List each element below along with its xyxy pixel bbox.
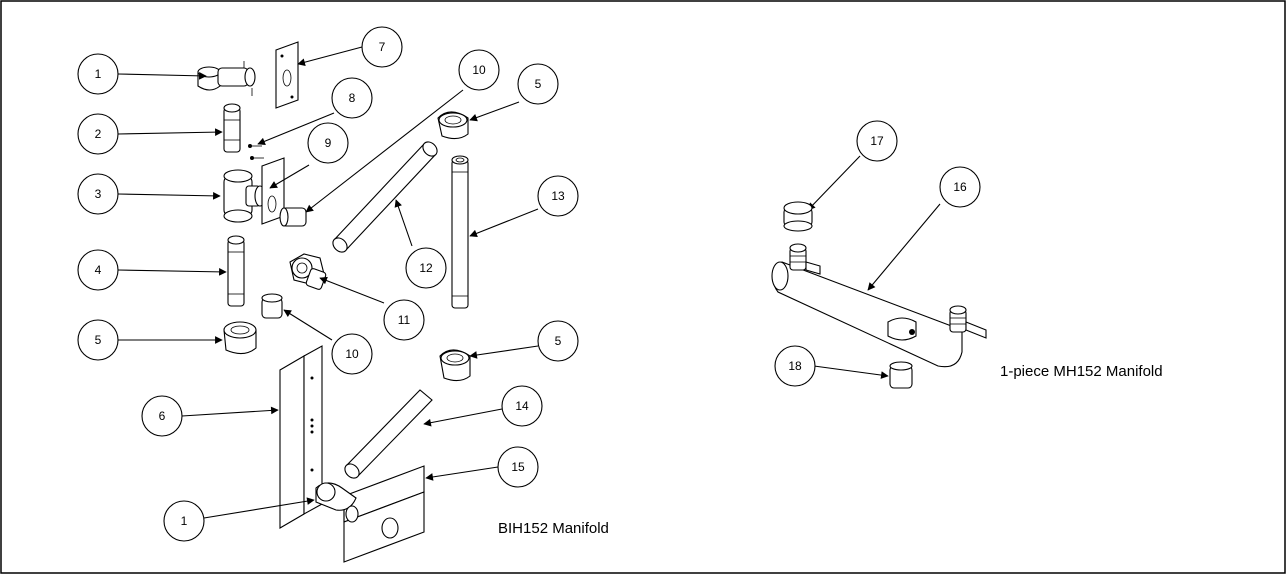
part-vertical-nipple-13 (451, 155, 469, 309)
balloon-14: 14 (501, 385, 543, 427)
balloon-11: 11 (383, 299, 425, 341)
leaders (117, 46, 941, 519)
balloon-5-left: 5 (77, 319, 119, 361)
part-mounting-plate-7 (275, 41, 299, 109)
balloon-16: 16 (939, 166, 981, 208)
balloon-3: 3 (77, 173, 119, 215)
svg-text:11: 11 (398, 313, 411, 327)
balloon-4: 4 (77, 249, 119, 291)
balloon-10-top: 10 (458, 49, 500, 91)
svg-text:14: 14 (515, 399, 529, 413)
balloon-15: 15 (497, 446, 539, 488)
svg-text:16: 16 (953, 180, 967, 194)
svg-text:5: 5 (535, 77, 542, 91)
balloon-2: 2 (77, 113, 119, 155)
part-screws-8 (248, 144, 264, 160)
part-elbow-5c (439, 349, 471, 382)
balloon-7: 7 (361, 26, 403, 68)
balloon-12: 12 (405, 247, 447, 289)
svg-text:9: 9 (325, 136, 332, 150)
part-tee-3 (223, 169, 266, 223)
svg-text:1: 1 (181, 514, 188, 528)
balloon-13: 13 (537, 175, 579, 217)
svg-text:12: 12 (419, 261, 433, 275)
svg-text:7: 7 (379, 40, 386, 54)
svg-text:10: 10 (472, 63, 486, 77)
part-nipple-4 (227, 235, 245, 307)
caption-mh152: 1-piece MH152 Manifold (1000, 363, 1163, 380)
part-coupling-10b (261, 293, 283, 319)
balloon-5-middle: 5 (537, 320, 579, 362)
svg-text:5: 5 (95, 333, 102, 347)
svg-text:3: 3 (95, 187, 102, 201)
balloon-17: 17 (856, 120, 898, 162)
svg-text:18: 18 (788, 359, 802, 373)
part-cap-17 (783, 201, 813, 232)
balloon-10-lower: 10 (331, 333, 373, 375)
svg-text:13: 13 (551, 189, 565, 203)
svg-text:10: 10 (345, 347, 359, 361)
part-cap-18 (889, 361, 913, 389)
balloon-18: 18 (774, 345, 816, 387)
bih152-parts (197, 41, 471, 563)
part-bracket-6 (279, 345, 323, 529)
part-manifold-16 (771, 243, 987, 368)
part-bracket-15 (343, 465, 425, 563)
part-union-11 (289, 253, 327, 290)
svg-text:17: 17 (870, 134, 884, 148)
svg-text:6: 6 (159, 409, 166, 423)
part-long-nipple-12 (332, 141, 438, 253)
part-nipple-2 (223, 103, 241, 153)
balloon-1-top: 1 (77, 53, 119, 95)
part-nipple-14 (344, 389, 433, 479)
mh152-parts (771, 201, 987, 389)
balloons: 1 2 3 4 5 6 7 8 9 10 10 11 12 13 5 5 14 … (77, 26, 981, 542)
svg-text:8: 8 (349, 91, 356, 105)
balloon-1-bottom: 1 (163, 500, 205, 542)
svg-text:1: 1 (95, 67, 102, 81)
svg-text:4: 4 (95, 263, 102, 277)
balloon-6: 6 (141, 395, 183, 437)
svg-text:2: 2 (95, 127, 102, 141)
balloon-5-top: 5 (517, 63, 559, 105)
part-elbow-top (197, 61, 256, 96)
part-elbow-5a (437, 111, 469, 140)
part-elbow-5b (223, 321, 257, 355)
balloon-8: 8 (331, 77, 373, 119)
part-coupling-10a (279, 207, 307, 227)
balloon-9: 9 (307, 122, 349, 164)
svg-text:5: 5 (555, 334, 562, 348)
part-elbow-1b (315, 482, 359, 523)
caption-bih152: BIH152 Manifold (498, 520, 609, 537)
svg-text:15: 15 (511, 460, 525, 474)
